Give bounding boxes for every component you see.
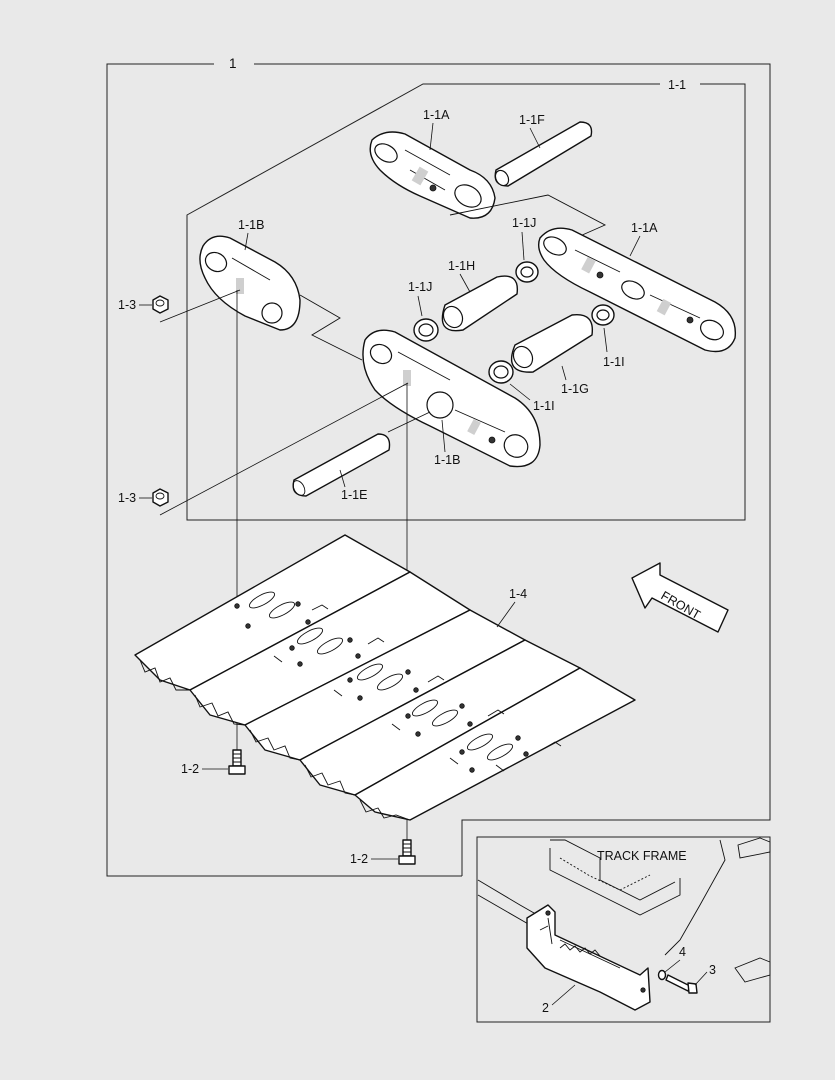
sub-assembly-frame: 1-1 [186, 78, 746, 521]
callout-link-1-1a-upper: 1-1A [423, 108, 450, 122]
callout-bolt-1-2-left: 1-2 [181, 762, 199, 776]
callout-bushing-1-1h: 1-1H [448, 259, 475, 273]
callout-bushing-1-1g: 1-1G [561, 382, 589, 396]
callout-link-1-1a-right: 1-1A [631, 221, 658, 235]
seal-1-1j-left [413, 318, 439, 342]
callout-bolt-1-2-right: 1-2 [350, 852, 368, 866]
pin-1-1e [292, 433, 391, 497]
callout-link-1-1b-left: 1-1B [238, 218, 264, 232]
bushing-1-1g [510, 313, 594, 373]
track-shoes-1-4 [134, 534, 636, 821]
nut-1-3-upper [152, 295, 169, 314]
pin-1-1f [494, 121, 593, 187]
callout-link-1-1b-center: 1-1B [434, 453, 460, 467]
bolt-1-2-right [398, 839, 416, 865]
seal-1-1i-left [488, 360, 514, 384]
assembly-label: 1 [229, 56, 237, 71]
nut-1-3-lower [152, 488, 169, 507]
link-1-1b-center [362, 329, 541, 468]
callout-bolt-3: 3 [709, 963, 716, 977]
bolt-1-2-left [228, 749, 246, 775]
callout-seal-1-1i-left: 1-1I [533, 399, 555, 413]
callout-seal-1-1j-right: 1-1J [512, 216, 536, 230]
callout-seal-1-1j-left: 1-1J [408, 280, 432, 294]
assembly-frame: 1 [106, 56, 771, 877]
callout-seal-1-1i-right: 1-1I [603, 355, 625, 369]
bushing-1-1h [441, 275, 519, 332]
callout-pin-1-1f: 1-1F [519, 113, 545, 127]
link-1-1b-left [199, 235, 301, 331]
link-1-1a-right [537, 227, 737, 353]
inset-title: TRACK FRAME [597, 849, 687, 863]
callout-nut-1-3-upper: 1-3 [118, 298, 136, 312]
callout-pin-1-1e: 1-1E [341, 488, 367, 502]
seal-1-1i-right [591, 304, 615, 326]
callout-washer-4: 4 [679, 945, 686, 959]
front-arrow-icon: FRONT [631, 562, 729, 633]
callout-bracket-2: 2 [542, 1001, 549, 1015]
link-1-1a-upper [369, 131, 496, 219]
callout-shoe-1-4: 1-4 [509, 587, 527, 601]
inset-track-frame: TRACK FRAME [476, 836, 771, 1023]
seal-1-1j-right [515, 261, 539, 283]
callout-nut-1-3-lower: 1-3 [118, 491, 136, 505]
sub-assembly-label: 1-1 [668, 78, 686, 92]
